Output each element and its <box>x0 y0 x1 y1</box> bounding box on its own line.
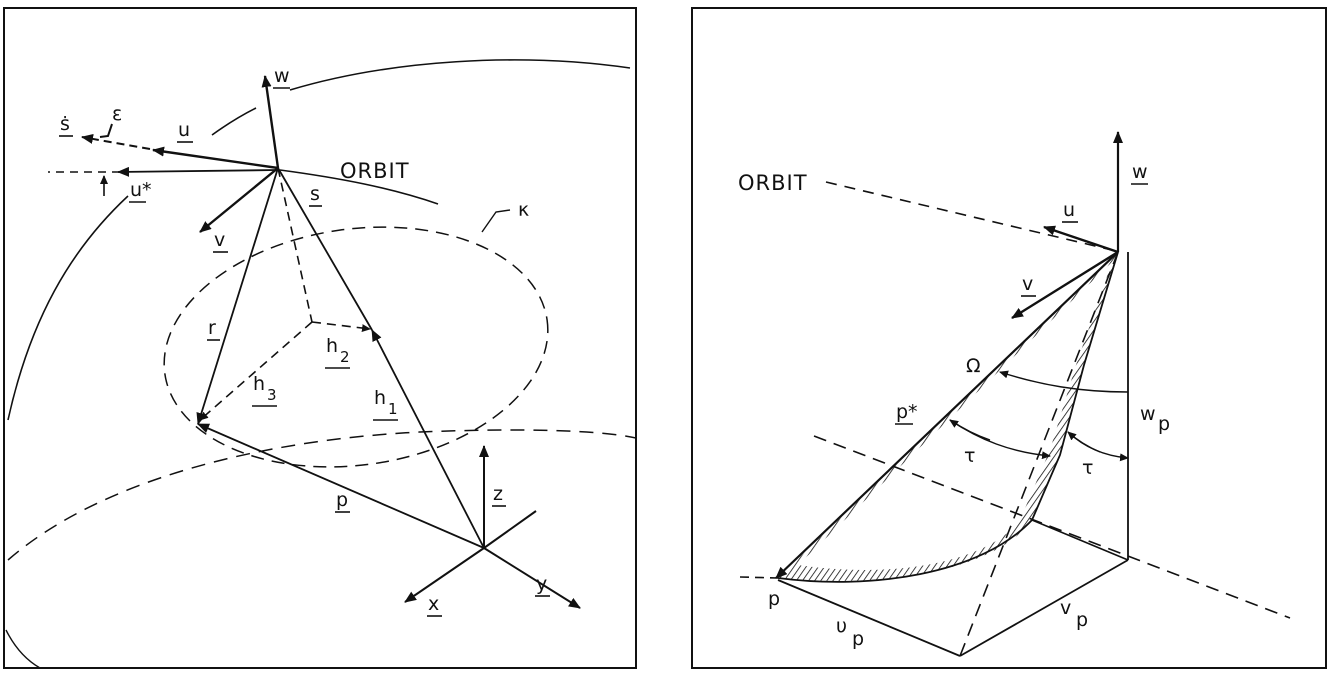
horizontal-dashed-plane <box>813 435 1291 619</box>
label-u-star: u* <box>130 179 152 201</box>
label-y: y <box>536 573 547 595</box>
dashed-vertical <box>277 167 313 323</box>
corner-arc <box>5 629 41 669</box>
label-h3-sub: 3 <box>267 386 277 404</box>
right-frame <box>691 7 1327 669</box>
label-u-p-sub: p <box>852 628 864 650</box>
orbit-dashed-line <box>825 181 1113 251</box>
label-orbit-left: ORBIT <box>340 159 410 183</box>
vector-s-dot <box>81 133 151 150</box>
epsilon-pointer <box>99 123 113 138</box>
orbit-path <box>279 169 439 205</box>
label-v-right: v <box>1022 273 1033 295</box>
vector-w <box>261 75 280 169</box>
label-s: s <box>310 183 320 205</box>
earth-ellipse-dashed <box>7 429 637 561</box>
label-v: v <box>214 229 225 251</box>
axis-x <box>404 547 485 603</box>
label-u-p: υ <box>836 615 847 637</box>
bottom-arc <box>777 519 1033 583</box>
vector-h1 <box>371 329 485 549</box>
box-edge-3 <box>1031 519 1129 561</box>
label-z: z <box>493 483 503 505</box>
label-omega: Ω <box>966 355 981 377</box>
box-edge-1 <box>777 579 961 657</box>
vector-p <box>197 423 485 549</box>
right-edge-curve <box>1031 251 1119 521</box>
vector-u-star <box>117 166 279 177</box>
arc-tau-1-back <box>949 419 991 441</box>
right-figure: ORBIT w u v Ω p* τ τ w p p υ p v p <box>691 7 1327 669</box>
box-edge-2 <box>959 559 1129 657</box>
label-x: x <box>428 593 439 615</box>
axis-x-negative <box>483 510 537 549</box>
label-h2: h <box>326 335 338 357</box>
label-h2-sub: 2 <box>340 348 350 366</box>
vector-u-right <box>1043 225 1119 254</box>
arc-tau-2-back <box>1067 431 1101 453</box>
label-v-p: v <box>1060 597 1071 619</box>
label-p: p <box>336 489 348 511</box>
label-orbit-right: ORBIT <box>738 171 808 195</box>
label-w-p-sub: p <box>1158 413 1170 435</box>
arc-omega <box>999 370 1129 393</box>
label-p-right: p <box>768 588 780 610</box>
label-tau-2: τ <box>1082 457 1093 479</box>
label-u-right: u <box>1063 199 1075 221</box>
hatched-inner-cutout <box>798 262 1112 570</box>
orbit-arc-segment <box>211 107 257 136</box>
arc-tau-2 <box>1067 431 1129 462</box>
vector-v-right <box>1011 250 1119 320</box>
label-w-p: w <box>1140 403 1156 425</box>
vector-h3 <box>199 321 313 421</box>
label-w: w <box>274 65 290 87</box>
label-v-p-sub: p <box>1076 609 1088 631</box>
label-r: r <box>208 317 216 339</box>
vector-p-star-line <box>775 251 1119 579</box>
kappa-ellipse <box>163 226 549 468</box>
label-kappa: κ <box>518 199 529 221</box>
label-h1: h <box>374 387 386 409</box>
vector-s-line <box>277 167 373 331</box>
label-epsilon: ε <box>112 103 122 125</box>
label-s-dot: ṡ <box>60 113 70 135</box>
vector-r <box>196 167 279 425</box>
vector-v <box>199 167 279 233</box>
outer-orbit-curve <box>289 59 631 91</box>
kappa-pointer <box>481 209 511 233</box>
left-figure: w u ṡ ε u* ORBIT s κ v r h 2 h 3 h 1 p z… <box>3 7 637 669</box>
label-tau-1: τ <box>964 445 975 467</box>
label-u: u <box>178 119 190 141</box>
left-frame <box>3 7 637 669</box>
label-h1-sub: 1 <box>388 400 398 418</box>
label-h3: h <box>253 373 265 395</box>
large-arc-left <box>7 195 129 421</box>
axis-y <box>483 547 581 609</box>
dashed-left-stub <box>739 576 779 579</box>
label-w-right: w <box>1132 161 1148 183</box>
vector-u <box>152 146 279 170</box>
label-p-star: p* <box>896 401 918 423</box>
vector-h2 <box>311 321 371 333</box>
